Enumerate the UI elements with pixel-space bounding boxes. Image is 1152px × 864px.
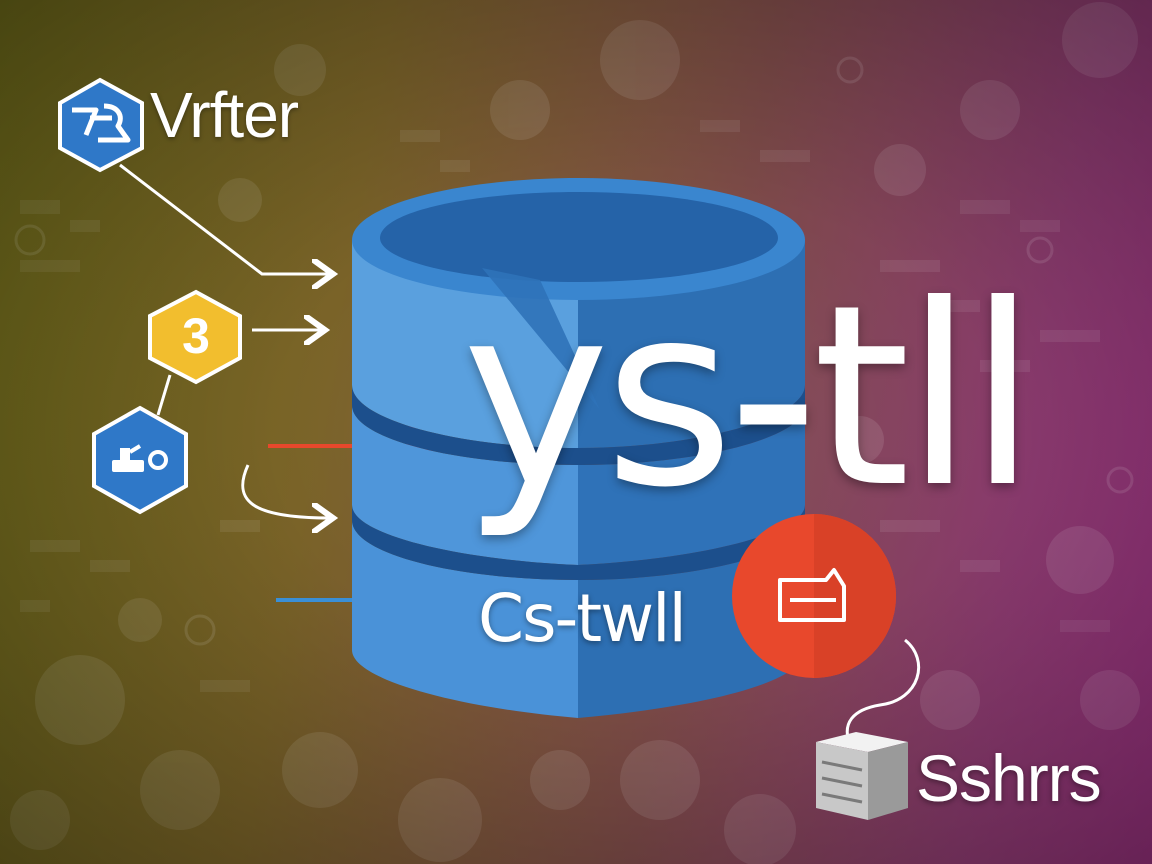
main-title: ys-tll: [462, 251, 1037, 542]
servers-label: Sshrrs: [916, 741, 1102, 815]
brand-name: Vrfter: [150, 79, 299, 151]
sub-title: Cs-twll: [478, 580, 687, 657]
badge-number: 3: [182, 308, 210, 364]
